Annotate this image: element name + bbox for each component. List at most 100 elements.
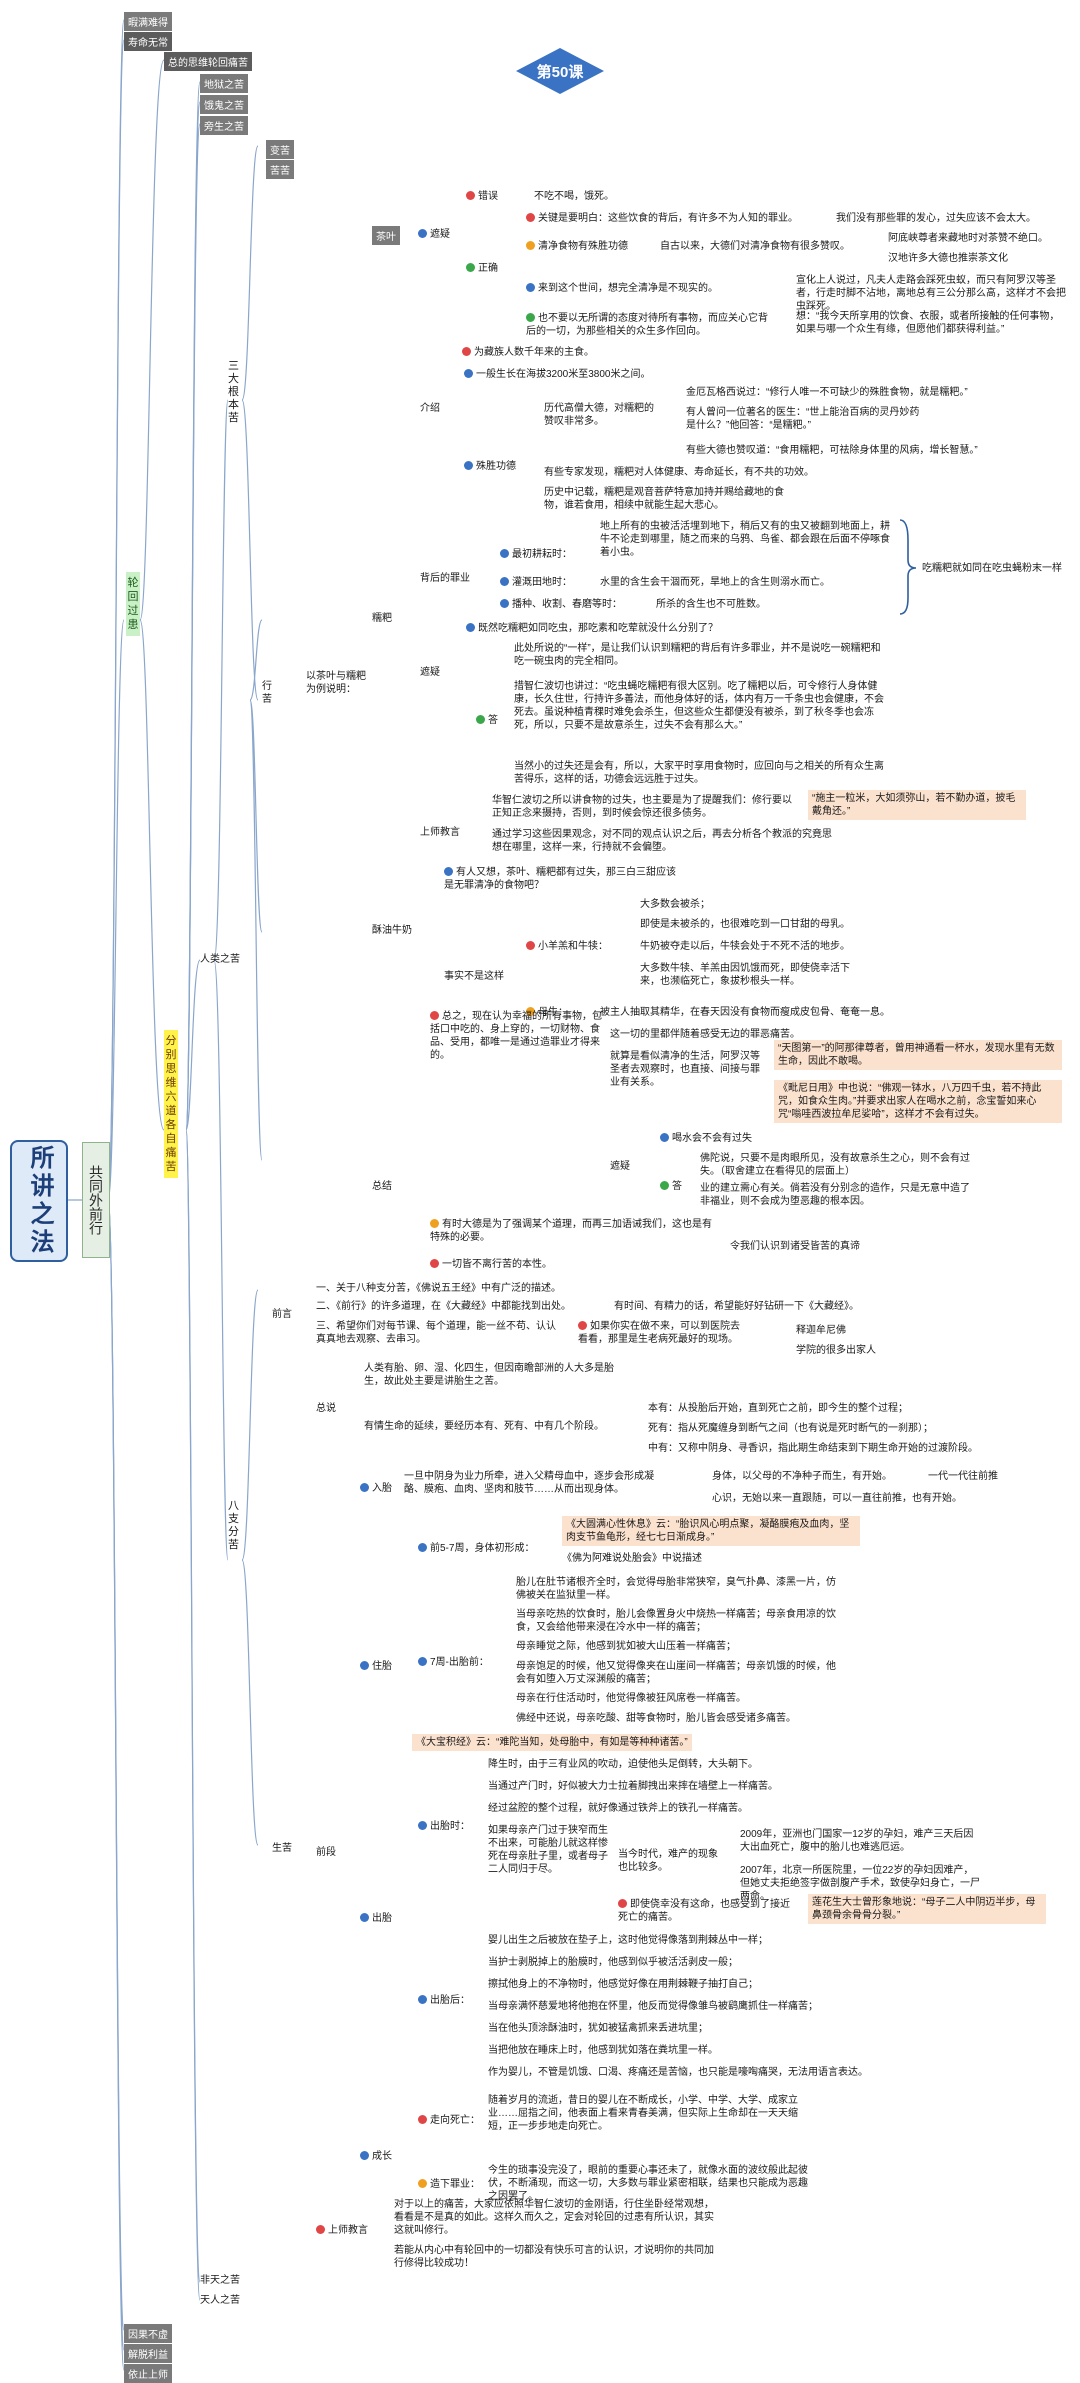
dwelling-early[interactable]: 前5-7周，身体初形成： bbox=[418, 1542, 534, 1555]
zanba-brace-note: 吃糯粑就如同在吃虫蝇粉末一样 bbox=[922, 563, 1062, 574]
toward-death-text: 随着岁月的流逝，昔日的婴儿在不断成长，小学、中学、大学、成家立业……屈指之间，他… bbox=[488, 2095, 798, 2132]
zanba-merit-1c: 有些大德也赞叹道：“食用糯粑，可祛除身体里的风病，增长智慧。” bbox=[686, 445, 978, 456]
mother-cow[interactable]: 母牛： bbox=[526, 1006, 568, 1019]
tea-right[interactable]: 正确 bbox=[466, 262, 498, 275]
creating-karma[interactable]: 造下罪业： bbox=[418, 2178, 480, 2191]
root-label: 所讲之法 bbox=[26, 1145, 53, 1257]
zanba-karma-3[interactable]: 播种、收割、春磨等时： bbox=[500, 598, 622, 611]
lamb-calf[interactable]: 小羊羔和牛犊： bbox=[526, 940, 608, 953]
zanba-teaching[interactable]: 上师教言 bbox=[420, 827, 460, 838]
preface-3b-text: 如果你实在做不来，可以到医院去看看，那里是生老病死最好的现场。 bbox=[578, 1321, 740, 1345]
realm-general[interactable]: 总的思维轮回痛苦 bbox=[164, 52, 252, 71]
pervasive-suffering[interactable]: 行苦 bbox=[262, 681, 272, 705]
tag-samsara[interactable]: 轮回过患 bbox=[126, 572, 140, 636]
tea-point-2c: 汉地许多大德也推崇茶文化 bbox=[888, 253, 1008, 264]
tag-liberation[interactable]: 解脱利益 bbox=[124, 2344, 172, 2363]
tea-doubt-label: 遮疑 bbox=[430, 229, 450, 240]
zanba-main-text: 为藏族人数千年来的主食。 bbox=[474, 347, 594, 358]
realm-six-detailed[interactable]: 分别思维六道各自痛苦 bbox=[164, 1030, 178, 1178]
root-node[interactable]: 所讲之法 bbox=[10, 1140, 68, 1262]
dwelling-womb[interactable]: 住胎 bbox=[360, 1660, 392, 1673]
tea-doubt[interactable]: 遮疑 bbox=[418, 228, 450, 241]
entering-1a: 身体，以父母的不净种子而生，有开始。 bbox=[712, 1471, 892, 1482]
bullet-icon bbox=[526, 283, 535, 292]
growing-up-label: 成长 bbox=[372, 2151, 392, 2162]
zanba-karma-2[interactable]: 灌溉田地时： bbox=[500, 576, 572, 589]
preface-3d: 学院的很多出家人 bbox=[796, 1345, 876, 1356]
after-birth[interactable]: 出胎后： bbox=[418, 1994, 470, 2007]
during-birth-h: 即使侥幸没有这命，也感受到了接近死亡的痛苦。 bbox=[618, 1898, 798, 1924]
dwelling-womb-label: 住胎 bbox=[372, 1661, 392, 1672]
summary-3-text: 有时大德是为了强调某个道理，而再三加语诫我们，这也是有特殊的必要。 bbox=[430, 1219, 712, 1243]
realm-animal[interactable]: 旁生之苦 bbox=[200, 116, 248, 135]
question-icon bbox=[466, 623, 475, 632]
tea-point-4[interactable]: 也不要以无所谓的态度对待所有事物，而应关心它背后的一切，为那些相关的众生多作回向… bbox=[526, 312, 768, 338]
zanba-karma-1[interactable]: 最初耕耘时： bbox=[500, 548, 572, 561]
tea-point-3[interactable]: 来到这个世间，想完全清净是不现实的。 bbox=[526, 282, 718, 295]
butter-fact[interactable]: 事实不是这样 bbox=[444, 971, 504, 982]
zanba-altitude: 一般生长在海拔3200米至3800米之间。 bbox=[464, 368, 651, 381]
realm-hell[interactable]: 地狱之苦 bbox=[200, 74, 248, 93]
summary-doubt[interactable]: 遮疑 bbox=[610, 1161, 630, 1172]
creating-karma-text: 今生的琐事没完没了，眼前的重要心事还未了，就像水面的波纹般此起彼伏，不断涌现，而… bbox=[488, 2165, 808, 2202]
zanba-evil-karma[interactable]: 背后的罪业 bbox=[420, 573, 470, 584]
butter-milk-node[interactable]: 酥油牛奶 bbox=[372, 925, 412, 936]
zanba-answer-3: 当然小的过失还是会有，所以，大家平时享用食物时，应回向与之相关的所有众生离苦得乐… bbox=[514, 761, 884, 785]
entering-womb[interactable]: 入胎 bbox=[360, 1482, 392, 1495]
tag-teacher[interactable]: 依止上师 bbox=[124, 2364, 172, 2383]
growing-up[interactable]: 成长 bbox=[360, 2150, 392, 2163]
toward-death-label: 走向死亡： bbox=[430, 2115, 480, 2126]
tag-karma[interactable]: 因果不虚 bbox=[124, 2324, 172, 2343]
realm-deva[interactable]: 天人之苦 bbox=[200, 2295, 240, 2306]
bullet-icon bbox=[430, 1219, 439, 1228]
general-intro[interactable]: 总说 bbox=[316, 1403, 336, 1414]
toward-death[interactable]: 走向死亡： bbox=[418, 2114, 480, 2127]
tea-wrong[interactable]: 错误 bbox=[466, 190, 498, 203]
dwelling-early-label: 前5-7周，身体初形成： bbox=[430, 1543, 535, 1554]
during-birth-h-text: 即使侥幸没有这命，也感受到了接近死亡的痛苦。 bbox=[618, 1899, 790, 1923]
during-birth[interactable]: 出胎时： bbox=[418, 1820, 470, 1833]
preface-2b: 有时间、有精力的话，希望能好好钻研一下《大藏经》。 bbox=[614, 1301, 859, 1312]
summary-answer[interactable]: 答 bbox=[660, 1180, 682, 1193]
cross-icon bbox=[466, 191, 475, 200]
zanba-merit[interactable]: 殊胜功德 bbox=[464, 460, 516, 473]
lesson-badge-text: 第50课 bbox=[536, 63, 584, 81]
preface[interactable]: 前言 bbox=[272, 1309, 292, 1320]
tea-point-1-text: 关键是要明白：这些饮食的背后，有许多不为人知的罪业。 bbox=[538, 213, 798, 224]
suffering-of-suffering[interactable]: 苦苦 bbox=[266, 160, 294, 179]
during-birth-g: 2007年，北京一所医院里，一位22岁的孕妇因难产，但她丈夫拒绝签字做剖腹产手术… bbox=[740, 1865, 980, 1902]
arrow-down-icon bbox=[360, 1913, 369, 1922]
birth[interactable]: 出胎 bbox=[360, 1912, 392, 1925]
summary-1: 这一切的里都伴随着感受无边的罪恶痛苦。 bbox=[610, 1029, 800, 1040]
realm-human[interactable]: 人类之苦 bbox=[200, 954, 240, 965]
tea-point-1[interactable]: 关键是要明白：这些饮食的背后，有许多不为人知的罪业。 bbox=[526, 212, 798, 225]
preface-3c: 释迦牟尼佛 bbox=[796, 1325, 846, 1336]
zanba-answer[interactable]: 答 bbox=[476, 714, 498, 727]
tea-point-2[interactable]: 清净食物有殊胜功德 bbox=[526, 240, 628, 253]
realm-hungry-ghost[interactable]: 饿鬼之苦 bbox=[200, 95, 248, 114]
eight-sufferings[interactable]: 八支分苦 bbox=[228, 1500, 239, 1551]
check-icon bbox=[476, 715, 485, 724]
tea-node[interactable]: 茶叶 bbox=[372, 226, 400, 245]
tag-impermanence[interactable]: 寿命无常 bbox=[124, 32, 172, 51]
star-icon bbox=[430, 1259, 439, 1268]
birth-suffering[interactable]: 生苦 bbox=[272, 1843, 292, 1854]
summary-node[interactable]: 总结 bbox=[372, 1181, 392, 1192]
lamb-calf-label: 小羊羔和牛犊： bbox=[538, 941, 608, 952]
changing-suffering[interactable]: 变苦 bbox=[266, 140, 294, 159]
lamb-2: 即使是未被杀的，也很难吃到一口甘甜的母乳。 bbox=[640, 919, 850, 930]
star-icon bbox=[618, 1899, 627, 1908]
zanba-doubt[interactable]: 遮疑 bbox=[420, 667, 440, 678]
birth-teaching[interactable]: 上师教言 bbox=[316, 2224, 368, 2237]
three-root-sufferings[interactable]: 三大根本苦 bbox=[228, 360, 239, 424]
dwelling-late-a: 胎儿在肚节诸根齐全时，会觉得母胎非常狭窄，臭气扑鼻、漆黑一片，仿佛被关在监狱里一… bbox=[516, 1577, 836, 1601]
birth-teaching-1: 对于以上的痛苦，大家应依照华智仁波切的金刚语，行住坐卧经常观想，看看是不是真的如… bbox=[394, 2199, 714, 2236]
front-stage[interactable]: 前段 bbox=[316, 1847, 336, 1858]
tag-freedoms[interactable]: 暇满难得 bbox=[124, 12, 172, 31]
dwelling-late[interactable]: 7周-出胎前： bbox=[418, 1656, 489, 1669]
zanba-intro[interactable]: 介绍 bbox=[420, 403, 440, 414]
realm-asura[interactable]: 非天之苦 bbox=[200, 2275, 240, 2286]
common-preliminaries-node[interactable]: 共同外前行 bbox=[82, 1142, 110, 1258]
after-birth-f: 当把他放在睡床上时，他感到犹如落在粪坑里一样。 bbox=[488, 2045, 718, 2056]
zanba-node[interactable]: 糯粑 bbox=[372, 613, 392, 624]
